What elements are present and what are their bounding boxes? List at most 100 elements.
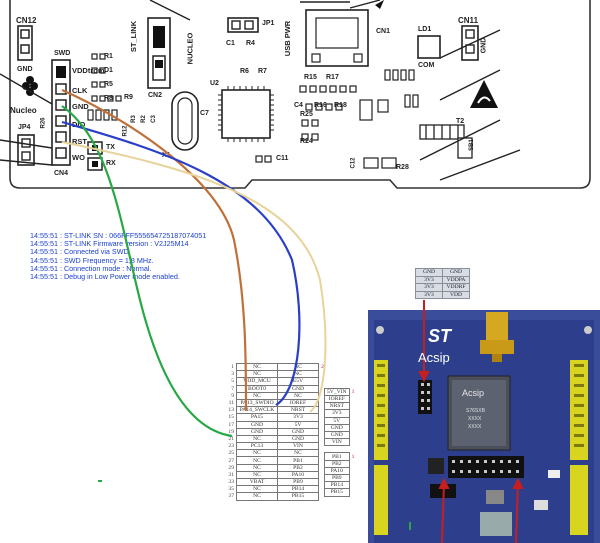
ext-row: NRST	[324, 402, 361, 411]
pin-map-left: 3V3	[415, 290, 443, 299]
ext-row: IOREF	[324, 394, 361, 404]
label-r6: R6	[240, 68, 249, 75]
pin-left: VBAT	[236, 477, 278, 487]
label-nucleo-vertical: NUCLEO	[185, 32, 195, 65]
label-jp4: JP4	[18, 124, 31, 131]
ext-pin-label: 5V_VIN	[324, 387, 350, 396]
label-r16: R16	[314, 102, 327, 109]
ext-pin-label: 5V	[324, 416, 350, 425]
label-sb1: SB1	[468, 139, 475, 151]
pin-right: NC	[277, 362, 319, 372]
pin-left: NC	[236, 492, 278, 501]
ext-pin-number	[349, 439, 360, 446]
label-r5: R5	[104, 81, 113, 88]
ext-row: PB2	[324, 459, 361, 468]
label-c3: C3	[150, 115, 157, 123]
label-com: COM	[418, 62, 435, 69]
pin-number: 29	[228, 464, 234, 471]
pin-map-right: VDDRF	[442, 283, 470, 292]
label-r9: R9	[124, 94, 133, 101]
label-r7: R7	[258, 68, 267, 75]
pin-left: NC	[236, 391, 278, 400]
label-t2: T2	[456, 118, 465, 125]
ext-pin-label: VIN	[324, 438, 350, 447]
label-r3: R3	[130, 115, 137, 123]
pin-left: GND	[236, 420, 278, 429]
ext-pin-number	[349, 489, 360, 496]
pin-number: 35	[228, 486, 234, 493]
pin-left: NC	[236, 449, 278, 458]
log-line: 14:55:51 : Debug in Low Power mode enabl…	[30, 272, 180, 282]
pin-right: PB14	[277, 485, 319, 494]
label-r25: R25	[300, 111, 313, 118]
ext-pin-number: 1	[351, 453, 355, 460]
label-cn2: CN2	[148, 92, 163, 99]
pin-number: 17	[228, 421, 234, 428]
ext-pin-number	[349, 410, 360, 417]
pin-map-right: VDD	[442, 290, 470, 299]
pin-right: GND	[277, 434, 319, 444]
pin-right: 5V	[277, 420, 319, 429]
label-swo: WO	[72, 153, 85, 162]
chip-line-3: XXXX	[468, 424, 482, 430]
ld1-led	[417, 35, 441, 59]
brand-st-logo: ST	[428, 326, 452, 346]
ext-row: PB9	[324, 473, 361, 483]
label-r2: R2	[140, 115, 147, 123]
ext-row	[325, 382, 361, 389]
label-tx: TX	[106, 144, 115, 151]
u2-chip	[218, 86, 274, 142]
pin-number: 15	[228, 414, 234, 421]
label-cn11: CN11	[458, 16, 479, 25]
label-d1: D1	[104, 67, 113, 74]
ext-pin-number	[349, 417, 360, 424]
ext-pin-label: NRST	[324, 402, 350, 411]
label-rst: RST	[72, 137, 87, 146]
connection-log: 14:55:51 : ST-LINK SN : 066FFF5556547251…	[30, 231, 206, 282]
pin-number: 19	[228, 428, 234, 435]
label-c11: C11	[276, 155, 289, 162]
label-c4: C4	[294, 102, 303, 109]
pin-left: NC	[236, 362, 278, 372]
ext-row: 5V	[324, 416, 361, 425]
label-x1: X1	[162, 152, 171, 159]
label-cn1: CN1	[376, 28, 391, 35]
ext-pin-number	[349, 431, 360, 438]
label-nucleo: Nucleo	[10, 106, 37, 115]
pin-map-right: VDDPA	[442, 275, 470, 284]
label-r26: R26	[40, 117, 47, 129]
ext-row: PB15	[324, 488, 361, 497]
label-gnd: GND	[72, 102, 89, 111]
ext-pin-number	[349, 424, 360, 431]
pin-map-right: GND	[442, 268, 470, 277]
label-r4: R4	[246, 40, 255, 47]
pin-left: NC	[236, 456, 278, 465]
pin-number: 9	[231, 392, 234, 399]
pin-number: 5	[231, 378, 234, 385]
esd-warning-icon	[470, 80, 498, 108]
pin-right: NC	[277, 449, 319, 458]
pin-left: PA13_SWDIO	[236, 398, 278, 408]
pin-left: NC	[236, 370, 278, 379]
pin-number: 21	[228, 435, 234, 442]
ext-pin-number	[349, 467, 360, 474]
ext-pin-number	[349, 446, 360, 453]
label-r17: R17	[326, 74, 339, 81]
ext-pin-label	[325, 382, 350, 389]
ext-pin-label: PB9	[324, 473, 350, 483]
label-r8: R8	[104, 95, 113, 102]
pin-left: NC	[236, 470, 278, 480]
ext-row: VIN	[324, 438, 361, 447]
